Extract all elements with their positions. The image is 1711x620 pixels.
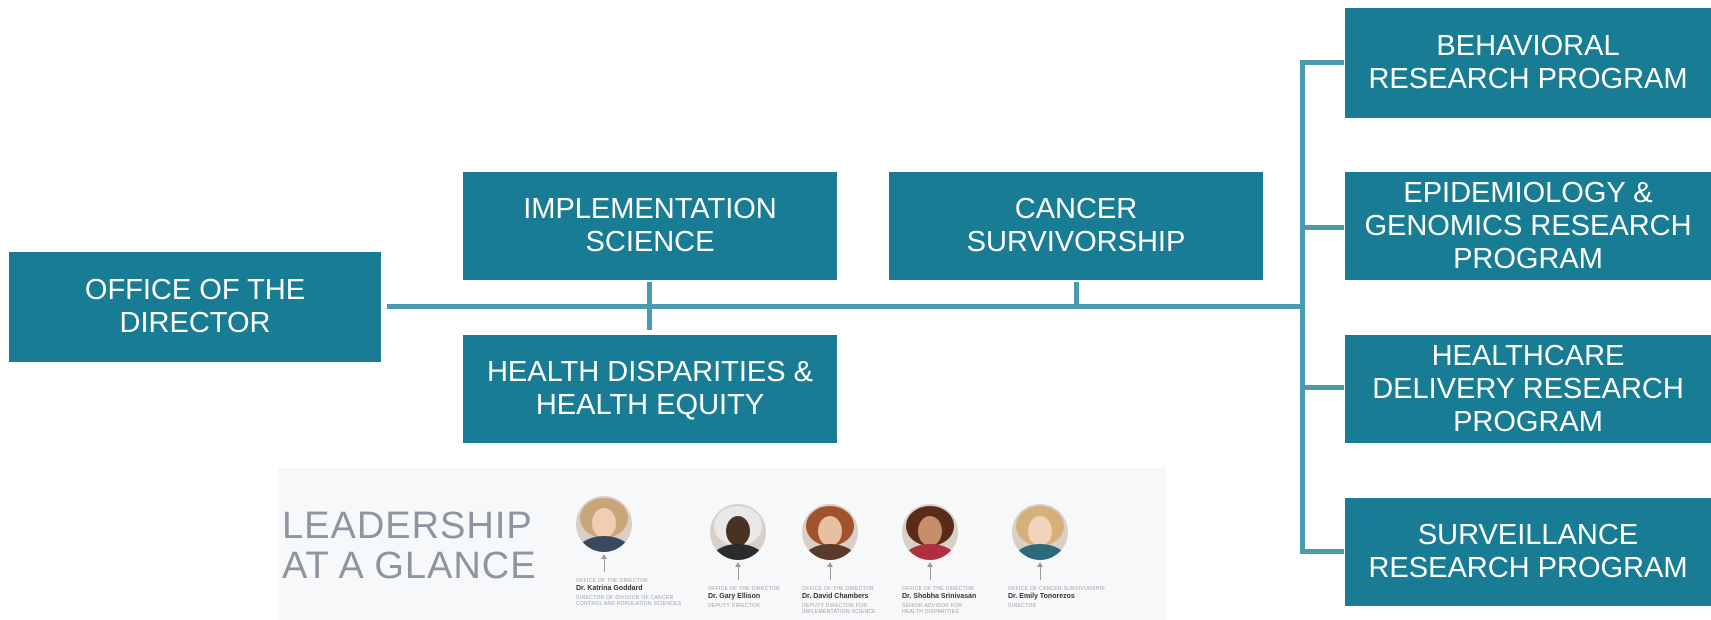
arrow-up-icon — [1037, 562, 1043, 580]
arrow-up-icon — [735, 562, 741, 580]
leader-office: OFFICE OF THE DIRECTOR — [708, 586, 780, 592]
leader-role: DEPUTY DIRECTOR — [708, 603, 761, 609]
cancer-survivorship-label: CANCER SURVIVORSHIP — [966, 193, 1186, 258]
leader-office: OFFICE OF THE DIRECTOR — [802, 586, 874, 592]
implementation-science-label: IMPLEMENTATION SCIENCE — [523, 193, 777, 258]
arrow-up-icon — [601, 554, 607, 572]
behavioral-research-box: BEHAVIORAL RESEARCH PROGRAM — [1345, 8, 1711, 118]
program-label: BEHAVIORAL RESEARCH PROGRAM — [1368, 30, 1688, 95]
avatar — [902, 504, 958, 560]
main-connector-line — [387, 304, 1303, 309]
leader-office: OFFICE OF THE DIRECTOR — [576, 578, 648, 584]
leader-name: Dr. Gary Ellison — [708, 593, 761, 600]
leader-name: Dr. David Chambers — [802, 593, 869, 600]
leader-name: Dr. Emily Tonorezos — [1008, 593, 1075, 600]
program-label: SURVEILLANCE RESEARCH PROGRAM — [1368, 519, 1688, 584]
leader-name: Dr. Katrina Goddard — [576, 585, 643, 592]
programs-vertical-line — [1300, 60, 1305, 554]
survivorship-connector-line — [1074, 282, 1079, 306]
healthcare-delivery-box: HEALTHCARE DELIVERY RESEARCH PROGRAM — [1345, 335, 1711, 443]
leader-name: Dr. Shobha Srinivasan — [902, 593, 977, 600]
arrow-up-icon — [927, 562, 933, 580]
program-branch-line — [1300, 549, 1344, 554]
leader-role: DIRECTOR OF DIVISION OF CANCER CONTROL A… — [576, 595, 682, 607]
cancer-survivorship-box: CANCER SURVIVORSHIP — [889, 172, 1263, 280]
leader-role: DEPUTY DIRECTOR FOR IMPLEMENTATION SCIEN… — [802, 603, 876, 615]
office-of-director-box: OFFICE OF THE DIRECTOR — [9, 252, 381, 362]
health-disparities-label: HEALTH DISPARITIES & HEALTH EQUITY — [486, 356, 814, 421]
avatar — [1012, 504, 1068, 560]
leader-office: OFFICE OF CANCER SURVIVORSHIP — [1008, 586, 1105, 592]
surveillance-research-box: SURVEILLANCE RESEARCH PROGRAM — [1345, 498, 1711, 606]
leader-office: OFFICE OF THE DIRECTOR — [902, 586, 974, 592]
epidemiology-genomics-box: EPIDEMIOLOGY & GENOMICS RESEARCH PROGRAM — [1345, 172, 1711, 280]
program-branch-line — [1300, 60, 1344, 65]
leader-role: SENIOR ADVISOR FOR HEALTH DISPARITIES — [902, 603, 963, 615]
office-of-director-label: OFFICE OF THE DIRECTOR — [84, 274, 306, 339]
program-branch-line — [1300, 225, 1344, 230]
avatar — [576, 496, 632, 552]
health-disparities-box: HEALTH DISPARITIES & HEALTH EQUITY — [463, 335, 837, 443]
program-label: EPIDEMIOLOGY & GENOMICS RESEARCH PROGRAM — [1364, 176, 1692, 275]
impl-connector-line — [647, 282, 652, 330]
leadership-panel: LEADERSHIP AT A GLANCE OFFICE OF THE DIR… — [278, 468, 1166, 620]
arrow-up-icon — [827, 562, 833, 580]
program-label: HEALTHCARE DELIVERY RESEARCH PROGRAM — [1372, 339, 1684, 438]
avatar — [802, 504, 858, 560]
leader-role: DIRECTOR — [1008, 603, 1037, 609]
avatar — [710, 504, 766, 560]
program-branch-line — [1300, 385, 1344, 390]
leadership-title: LEADERSHIP AT A GLANCE — [282, 505, 537, 587]
implementation-science-box: IMPLEMENTATION SCIENCE — [463, 172, 837, 280]
